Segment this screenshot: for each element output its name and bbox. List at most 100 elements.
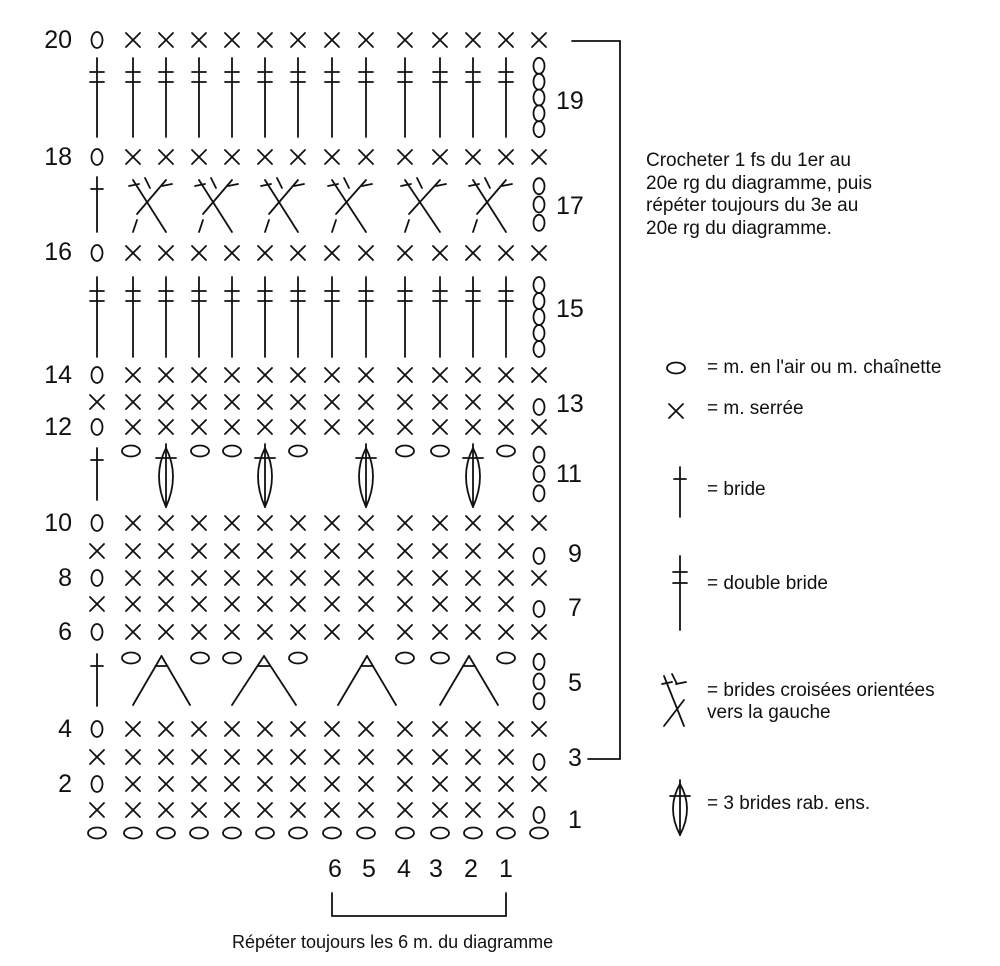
single-crochet-icon [465,624,481,640]
chain-icon [532,57,546,75]
cluster-3-icon [462,443,484,508]
chain-icon [430,826,450,840]
single-crochet-icon [358,596,374,612]
single-crochet-icon [397,543,413,559]
single-crochet-icon [191,749,207,765]
single-crochet-icon [324,543,340,559]
chain-icon [123,826,143,840]
chain-icon [532,672,546,691]
single-crochet-icon [498,419,514,435]
single-crochet-icon [498,394,514,410]
row-label-19: 19 [556,87,584,115]
chain-icon [532,692,546,711]
treble-crochet-icon [465,57,481,138]
chain-icon [190,651,210,665]
single-crochet-icon [465,367,481,383]
chain-icon [90,418,104,436]
cluster-3-icon [355,443,377,508]
single-crochet-icon [397,32,413,48]
single-crochet-icon [324,515,340,531]
single-crochet-icon [191,245,207,261]
crossed-doubles-icon [327,177,373,233]
single-crochet-icon [531,419,547,435]
chain-icon [322,826,342,840]
single-crochet-icon [257,149,273,165]
chain-icon [532,324,546,342]
single-crochet-icon [125,367,141,383]
single-crochet-icon [191,596,207,612]
single-crochet-icon [158,245,174,261]
single-crochet-icon [531,776,547,792]
treble-crochet-icon [125,276,141,358]
single-crochet-icon [324,32,340,48]
single-crochet-icon [191,367,207,383]
double-crochet-icon [90,447,104,501]
treble-crochet-icon [125,57,141,138]
row-label-18: 18 [44,143,72,171]
shell-v-icon [337,655,397,706]
single-crochet-icon [158,749,174,765]
single-crochet-icon [224,721,240,737]
single-crochet-icon [465,802,481,818]
single-crochet-icon [158,776,174,792]
treble-crochet-icon [397,276,413,358]
single-crochet-icon [531,515,547,531]
single-crochet-icon [465,570,481,586]
single-crochet-icon [191,419,207,435]
single-crochet-icon [324,749,340,765]
single-crochet-icon [191,543,207,559]
single-crochet-icon [358,32,374,48]
single-crochet-icon [158,570,174,586]
single-crochet-icon [224,419,240,435]
single-crochet-icon [224,515,240,531]
single-crochet-icon [191,776,207,792]
treble-crochet-icon [224,276,240,358]
single-crochet-icon [397,149,413,165]
single-crochet-icon [158,802,174,818]
single-crochet-icon [324,596,340,612]
single-crochet-icon [125,749,141,765]
single-crochet-icon [397,776,413,792]
chain-icon [532,88,546,107]
single-crochet-icon [358,245,374,261]
single-crochet-icon [89,749,105,765]
treble-crochet-icon [290,276,306,358]
chain-icon [190,444,210,458]
single-crochet-icon [158,596,174,612]
single-crochet-icon [465,394,481,410]
single-crochet-icon [191,570,207,586]
single-crochet-icon [224,749,240,765]
single-crochet-icon [290,749,306,765]
treble-crochet-icon [89,57,105,138]
single-crochet-icon [191,149,207,165]
single-crochet-icon [465,515,481,531]
single-crochet-icon [224,394,240,410]
single-crochet-icon [191,32,207,48]
single-crochet-icon [498,721,514,737]
single-crochet-icon [358,749,374,765]
single-crochet-icon [397,596,413,612]
single-crochet-icon [257,596,273,612]
single-crochet-icon [324,721,340,737]
single-crochet-icon [432,570,448,586]
single-crochet-icon [125,570,141,586]
single-crochet-icon [191,394,207,410]
single-crochet-icon [290,245,306,261]
chain-icon [532,195,546,214]
single-crochet-icon [324,570,340,586]
single-crochet-icon [397,245,413,261]
single-crochet-icon [191,515,207,531]
row-label-13: 13 [556,390,584,418]
single-crochet-icon [224,245,240,261]
stitch-number-2: 2 [464,855,478,883]
chain-icon [532,72,546,91]
single-crochet-icon [465,149,481,165]
row-label-3: 3 [568,744,582,772]
shell-v-icon [132,655,191,706]
treble-crochet-icon [257,276,273,358]
treble-crochet-icon [324,57,340,138]
treble-crochet-icon [498,57,514,138]
single-crochet-icon [432,367,448,383]
single-crochet-icon [358,394,374,410]
single-crochet-icon [224,367,240,383]
